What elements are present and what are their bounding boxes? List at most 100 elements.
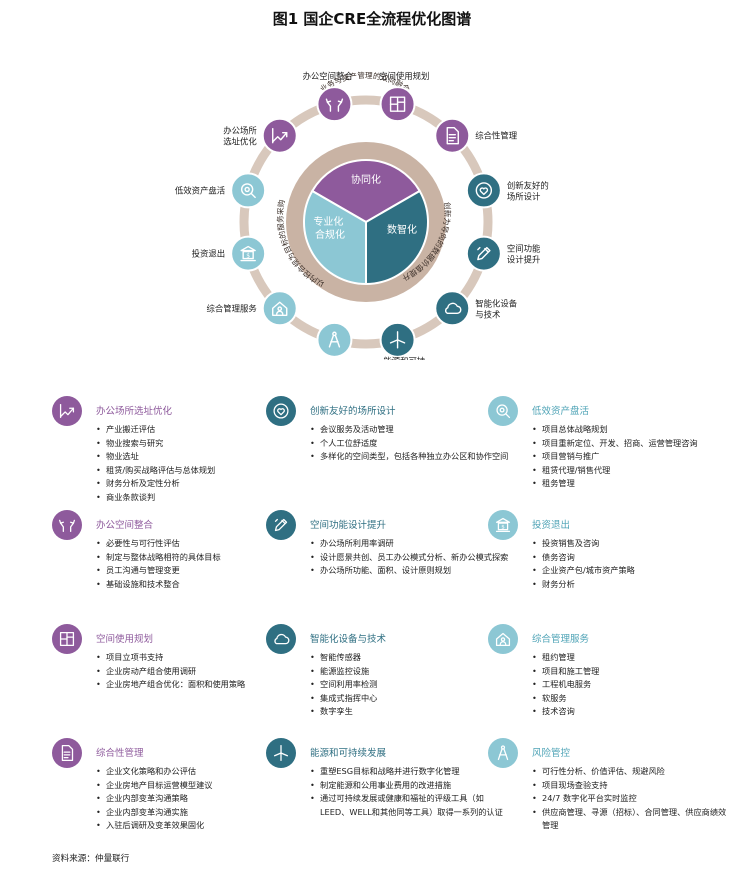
ring-node-circle	[465, 172, 502, 209]
ring-node-label: 低效资产盘活	[175, 185, 226, 195]
search-icon	[488, 396, 518, 426]
ring-node-label: 投资退出	[192, 249, 226, 259]
heart-icon	[475, 182, 493, 199]
service-card-item: 个人工位舒适度	[310, 437, 510, 451]
ring-node-1: 综合性管理	[434, 117, 518, 154]
ring-node-9: 低效资产盘活	[175, 172, 267, 209]
service-card-item: 通过可持续发展或健康和福祉的评级工具（如LEED、WELL和其他同等工具）取得一…	[310, 792, 510, 819]
cloud-icon	[445, 302, 462, 314]
service-card-title: 投资退出	[532, 520, 571, 531]
service-card-item: 商业条款谈判	[96, 491, 296, 505]
cre-process-diagram: 业务与资产管理的双向融合 创新为导向的数据价值提升 以内控合规为目标的服务采购 …	[175, 70, 549, 360]
service-card-item: 物业搜索与研究	[96, 437, 296, 451]
compass-icon	[488, 738, 518, 768]
service-card-item: 设计愿景共创、员工办公模式分析、新办公模式探索	[310, 551, 510, 565]
pie-label-2: 专业化 合规化	[313, 215, 346, 241]
service-card-item: 企业文化策略和办公评估	[96, 765, 296, 779]
svg-text:$: $	[246, 253, 250, 260]
pie-slice-1	[365, 189, 429, 286]
service-card-item: 数字孪生	[310, 705, 510, 719]
ring-node-label: 办公场所选址优化	[223, 126, 257, 147]
service-card-item: 制定与整体战略相符的具体目标	[96, 551, 296, 565]
ring-node-0: 空间使用规划	[379, 71, 429, 123]
service-card-item: 入驻后调研及变革效果固化	[96, 819, 296, 833]
service-card-item: 基础设施和技术整合	[96, 578, 296, 592]
wind-turbine-icon	[389, 331, 406, 349]
service-card-item: 物业选址	[96, 450, 296, 464]
service-card-item: 项目重新定位、开发、招商、运营管理咨询	[532, 437, 732, 451]
ring-node-circle	[261, 117, 298, 154]
service-card-item: 企业房地产目标运营模型建议	[96, 779, 296, 793]
ring-nodes: 空间使用规划综合性管理创新友好的场所设计空间功能设计提升智能化设备与技术能源和可…	[175, 71, 549, 360]
service-card-list: 办公场所利用率调研设计愿景共创、员工办公模式分析、新办公模式探索办公场所功能、面…	[310, 537, 510, 578]
service-card-item: 投资销售及咨询	[532, 537, 732, 551]
ring-node-6: 风险管控	[316, 321, 353, 358]
service-card-list: 可行性分析、价值评估、规避风险项目现场查验支持24/7 数字化平台实时监控供应商…	[532, 765, 732, 833]
ring-node-circle	[434, 290, 471, 327]
service-card-item: 租赁/购买战略评估与总体规划	[96, 464, 296, 478]
floorplan-icon	[52, 624, 82, 654]
service-card-list: 投资销售及咨询债务咨询企业资产包/城市资产策略财务分析	[532, 537, 732, 591]
service-card-title: 创新友好的场所设计	[310, 406, 396, 417]
service-card-title: 空间功能设计提升	[310, 520, 387, 531]
pie-label-1: 数智化	[387, 223, 417, 236]
service-card-item: 项目立项书支持	[96, 651, 296, 665]
ring-node-4: 智能化设备与技术	[434, 290, 518, 327]
ring-node-label: 创新友好的场所设计	[507, 180, 549, 201]
service-card-item: 租务管理	[532, 477, 732, 491]
service-card-item: 财务分析及定性分析	[96, 477, 296, 491]
service-card-item: 企业内部变革沟通策略	[96, 792, 296, 806]
service-card-title: 综合管理服务	[532, 634, 590, 645]
service-card-list: 项目立项书支持企业房动产组合使用调研企业房地产组合优化：面积和使用策略	[96, 651, 296, 692]
svg-text:$: $	[501, 525, 505, 531]
pie-label-2-line2: 合规化	[315, 228, 345, 241]
service-card-item: 制定能源和公用事业费用的改进措施	[310, 779, 510, 793]
ring-node-label: 综合管理服务	[206, 303, 257, 313]
ring-node-circle	[230, 235, 267, 272]
ring-node-label: 空间功能设计提升	[507, 244, 541, 265]
wind-turbine-icon	[266, 738, 296, 768]
service-card-list: 智能传感器能源监控设施空间利用率检测集成式指挥中心数字孪生	[310, 651, 510, 719]
ring-node-circle	[261, 290, 298, 327]
bank-dollar-icon: $	[488, 510, 518, 540]
service-card-title: 智能化设备与技术	[310, 634, 387, 645]
service-card-list: 产业搬迁评估物业搜索与研究物业选址租赁/购买战略评估与总体规划财务分析及定性分析…	[96, 423, 296, 505]
ring-node-label: 空间使用规划	[379, 71, 429, 81]
ring-node-circle	[316, 86, 353, 123]
service-card-item: 供应商管理、寻源（招标）、合同管理、供应商绩效管理	[532, 806, 732, 833]
heart-icon	[266, 396, 296, 426]
ring-node-label: 能源和可持续发展	[383, 356, 425, 360]
ring-node-3: 空间功能设计提升	[465, 235, 541, 272]
service-card-item: 企业房地产组合优化：面积和使用策略	[96, 678, 296, 692]
trend-up-icon	[272, 128, 288, 144]
pie-slice-2	[303, 189, 367, 286]
ring-node-circle	[316, 321, 353, 358]
service-card-item: 工程机电服务	[532, 678, 732, 692]
source-note: 资料来源：仲量联行	[52, 854, 130, 864]
ring-node-7: 综合管理服务	[206, 290, 298, 327]
compass-icon	[328, 331, 341, 348]
service-card-item: 企业房动产组合使用调研	[96, 665, 296, 679]
service-card-item: 重塑ESG目标和战略并进行数字化管理	[310, 765, 510, 779]
pie-label-0: 协同化	[351, 173, 381, 186]
service-card-list: 必要性与可行性评估制定与整体战略相符的具体目标员工沟通与管理变更基础设施和技术整…	[96, 537, 296, 591]
service-card-title: 办公场所选址优化	[96, 406, 173, 417]
service-card-item: 智能传感器	[310, 651, 510, 665]
service-card-item: 多样化的空间类型，包括各种独立办公区和协作空间	[310, 450, 510, 464]
ring-node-label: 办公空间整合	[303, 71, 354, 81]
service-card-list: 重塑ESG目标和战略并进行数字化管理制定能源和公用事业费用的改进措施通过可持续发…	[310, 765, 510, 819]
service-card-item: 项目营销与推广	[532, 450, 732, 464]
service-card-item: 办公场所利用率调研	[310, 537, 510, 551]
service-card-item: 办公场所功能、面积、设计原则规划	[310, 564, 510, 578]
service-card-title: 低效资产盘活	[532, 406, 590, 417]
service-card-item: 租约管理	[532, 651, 732, 665]
merge-arrows-icon	[52, 510, 82, 540]
service-card-list: 会议服务及活动管理个人工位舒适度多样化的空间类型，包括各种独立办公区和协作空间	[310, 423, 510, 464]
service-card-list: 租约管理项目和施工管理工程机电服务软服务技术咨询	[532, 651, 732, 719]
service-card-item: 企业资产包/城市资产策略	[532, 564, 732, 578]
service-card-item: 会议服务及活动管理	[310, 423, 510, 437]
service-card-item: 员工沟通与管理变更	[96, 564, 296, 578]
cloud-icon	[266, 624, 296, 654]
service-card-item: 可行性分析、价值评估、规避风险	[532, 765, 732, 779]
service-card-list: 项目总体战略规划项目重新定位、开发、招商、运营管理咨询项目营销与推广租赁代理/销…	[532, 423, 732, 491]
